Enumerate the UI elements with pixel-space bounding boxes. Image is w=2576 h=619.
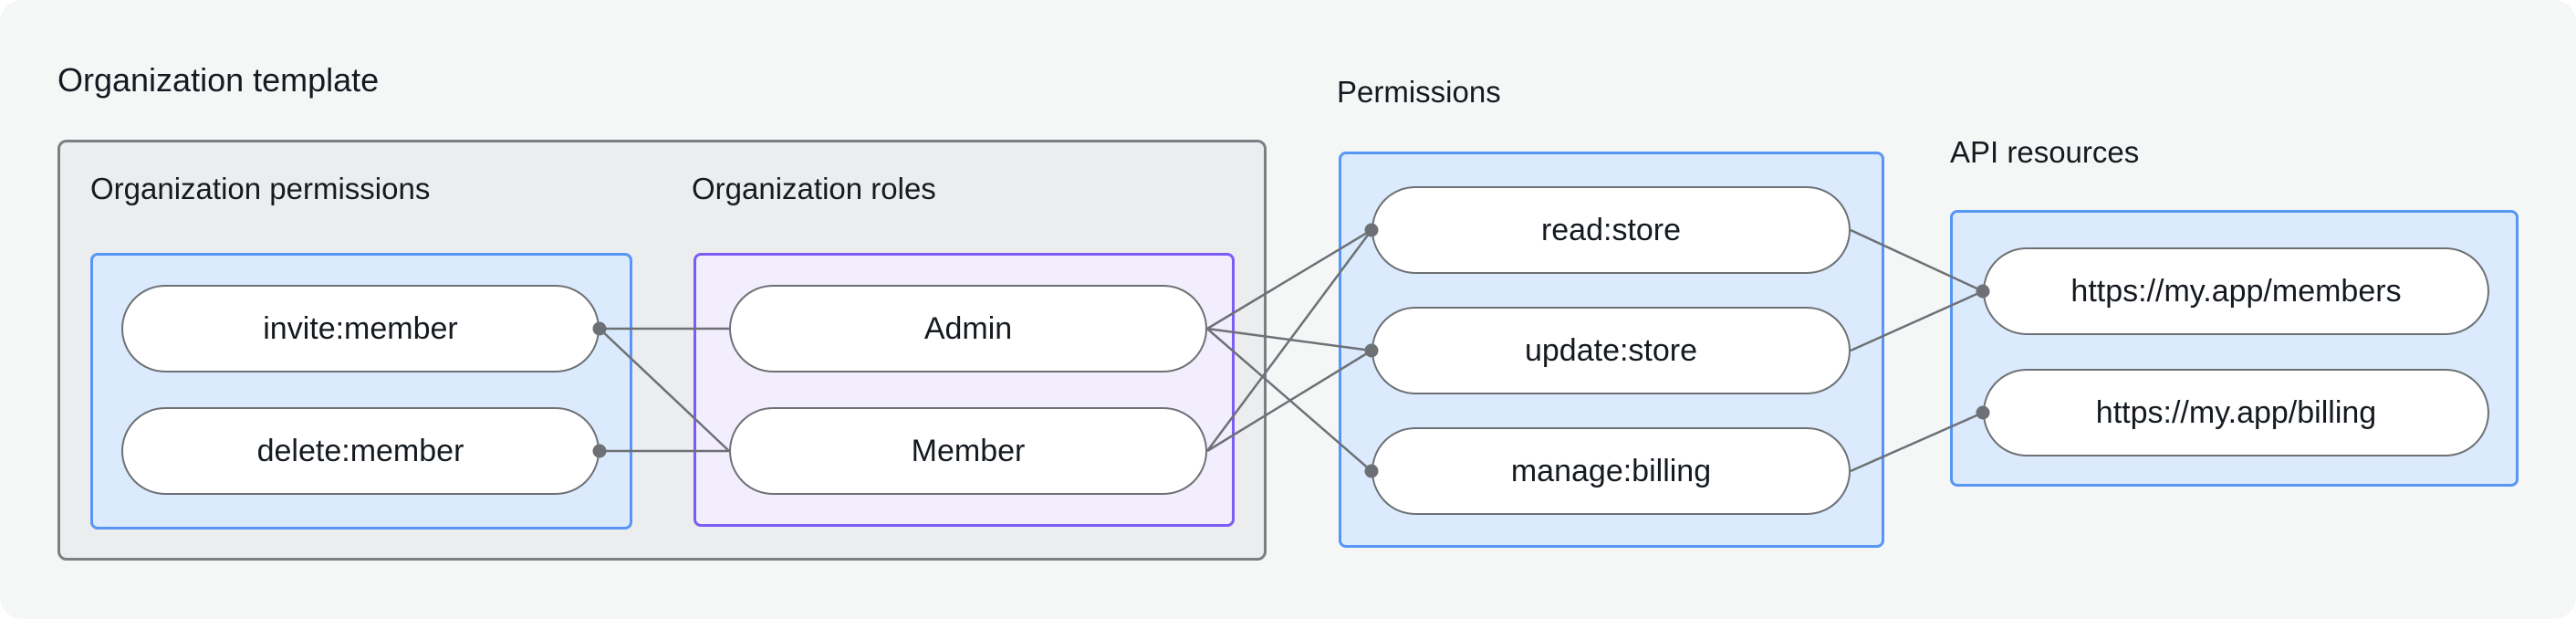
node-read-store: read:store bbox=[1371, 186, 1851, 274]
node-manage-billing: manage:billing bbox=[1371, 427, 1851, 515]
node-billing-resource: https://my.app/billing bbox=[1983, 369, 2489, 456]
organization-roles-title: Organization roles bbox=[692, 172, 936, 205]
node-members-resource: https://my.app/members bbox=[1983, 247, 2489, 335]
permissions-title: Permissions bbox=[1337, 75, 1501, 109]
node-invite-member: invite:member bbox=[121, 285, 600, 372]
node-admin-role: Admin bbox=[729, 285, 1207, 372]
node-delete-member: delete:member bbox=[121, 407, 600, 495]
organization-permissions-title: Organization permissions bbox=[90, 172, 431, 205]
api-resources-title: API resources bbox=[1950, 135, 2140, 169]
node-member-role: Member bbox=[729, 407, 1207, 495]
organization-template-title: Organization template bbox=[57, 61, 380, 99]
node-update-store: update:store bbox=[1371, 307, 1851, 394]
